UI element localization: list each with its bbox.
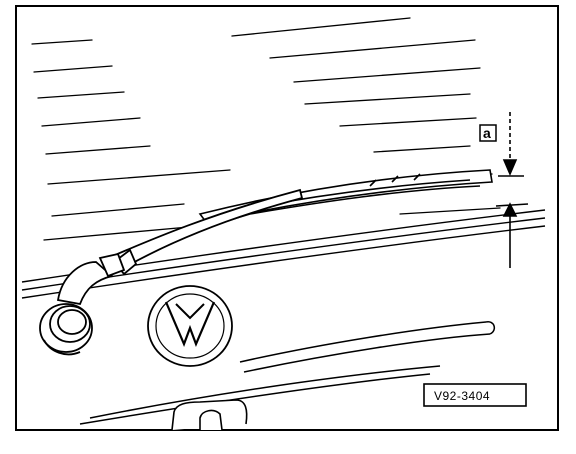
vw-emblem-icon [147,285,233,367]
window-lower-edge [21,209,546,299]
reference-code-box [423,383,527,407]
dimension-label-box [479,124,497,142]
figure-border [15,5,559,431]
dimension-label-a: a [483,125,491,141]
window-glass-hatching [31,17,501,241]
tailgate-lines [79,321,496,425]
tailgate-handle-icon [171,399,248,431]
wiper-arm-icon [56,188,304,306]
wiper-pivot-hub [39,303,93,356]
reference-code: V92-3404 [434,389,490,403]
dimension-arrow-icon [495,112,529,268]
